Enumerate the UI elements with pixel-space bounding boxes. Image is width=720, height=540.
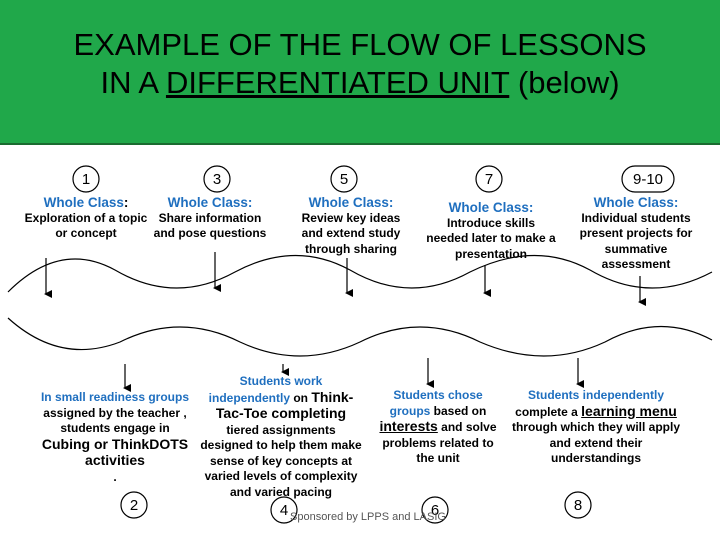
step-number-1-text: 1 [82, 171, 90, 188]
step-8-box: Students independently complete a learnin… [510, 388, 682, 467]
step-4-box: Students work independently on Think-Tac… [200, 374, 362, 500]
step-number-8: 8 [564, 491, 592, 519]
step-4-part-2: on [290, 390, 312, 405]
step-number-6: 6 [421, 496, 449, 524]
step-9-10-body: Individual students present projects for… [579, 210, 693, 272]
title-line-2: IN A DIFFERENTIATED UNIT (below) [0, 64, 720, 102]
step-5-body: Review key ideas and extend study throug… [301, 210, 401, 256]
step-4-part-3: Think-Tac-Toe [215, 388, 354, 421]
step-9-10-box: Whole Class: Individual students present… [574, 195, 698, 273]
step-1-heading-suffix: : [123, 195, 129, 210]
step-6-part-3: interests [379, 418, 438, 434]
step-4-part-5: tiered assignments designed to help them… [200, 422, 362, 499]
step-4-part-4: completing [267, 405, 347, 421]
step-4-part-1: Students work independently [208, 374, 323, 405]
top-wave-line [7, 254, 713, 293]
title-line-1: EXAMPLE OF THE FLOW OF LESSONS [73, 27, 647, 62]
step-number-8-text: 8 [574, 497, 582, 514]
step-1-heading: Whole Class: [24, 195, 148, 211]
title-prefix: IN A [100, 65, 166, 100]
step-6-part-2: based on [430, 403, 487, 418]
step-8-part-2: complete a [515, 404, 582, 419]
step-number-3: 3 [203, 165, 231, 193]
step-1-body: Exploration of a topic or concept [24, 210, 148, 241]
step-3-heading: Whole Class: [167, 195, 253, 210]
step-3-body: Share information and pose questions [153, 210, 267, 241]
step-number-1: 1 [72, 165, 100, 193]
step-2-part-1: In small readiness groups [40, 390, 190, 404]
step-8-part-4: through which they will apply and extend… [511, 420, 680, 465]
step-5-box: Whole Class: Review key ideas and extend… [296, 195, 406, 257]
step-number-7: 7 [475, 165, 503, 193]
footer-sponsor: Sponsored by LPPS and LASIG [290, 511, 446, 523]
title-banner [0, 0, 720, 145]
step-number-2: 2 [120, 491, 148, 519]
step-6-box: Students chose groups based on interests… [374, 388, 502, 467]
step-number-9-10: 9-10 [621, 165, 675, 193]
step-2-box: In small readiness groups assigned by th… [40, 390, 190, 485]
step-8-part-3: learning menu [581, 402, 677, 419]
step-number-4: 4 [270, 496, 298, 524]
title-suffix: (below) [509, 65, 620, 100]
step-number-2-text: 2 [130, 497, 138, 514]
step-7-box: Whole Class: Introduce skills needed lat… [426, 200, 556, 262]
step-1-heading-text: Whole Class [43, 195, 124, 210]
step-2-part-2: assigned by the teacher , students engag… [43, 405, 187, 436]
step-7-heading: Whole Class: [448, 200, 534, 215]
step-5-heading: Whole Class: [308, 195, 394, 210]
step-7-body: Introduce skills needed later to make a … [426, 215, 556, 261]
page-title: EXAMPLE OF THE FLOW OF LESSONS IN A DIFF… [0, 26, 720, 102]
step-2-part-3: Cubing or ThinkDOTS activities [41, 435, 189, 468]
step-number-5: 5 [330, 165, 358, 193]
step-6-part-4: and solve problems related to the unit [382, 420, 497, 465]
step-number-9-10-text: 9-10 [633, 171, 663, 188]
step-number-5-text: 5 [340, 171, 348, 188]
step-number-6-text: 6 [431, 502, 439, 519]
step-8-part-1: Students independently [527, 388, 664, 402]
step-1-box: Whole Class: Exploration of a topic or c… [24, 195, 148, 242]
bottom-wave-line [7, 317, 713, 357]
step-2-part-4: . [113, 469, 117, 484]
step-number-4-text: 4 [280, 502, 288, 519]
title-underlined: DIFFERENTIATED UNIT [165, 65, 510, 100]
step-number-7-text: 7 [485, 171, 493, 188]
step-number-3-text: 3 [213, 171, 221, 188]
step-3-box: Whole Class: Share information and pose … [148, 195, 272, 242]
step-9-10-heading: Whole Class: [593, 195, 679, 210]
step-6-part-1: Students chose groups [389, 388, 483, 418]
